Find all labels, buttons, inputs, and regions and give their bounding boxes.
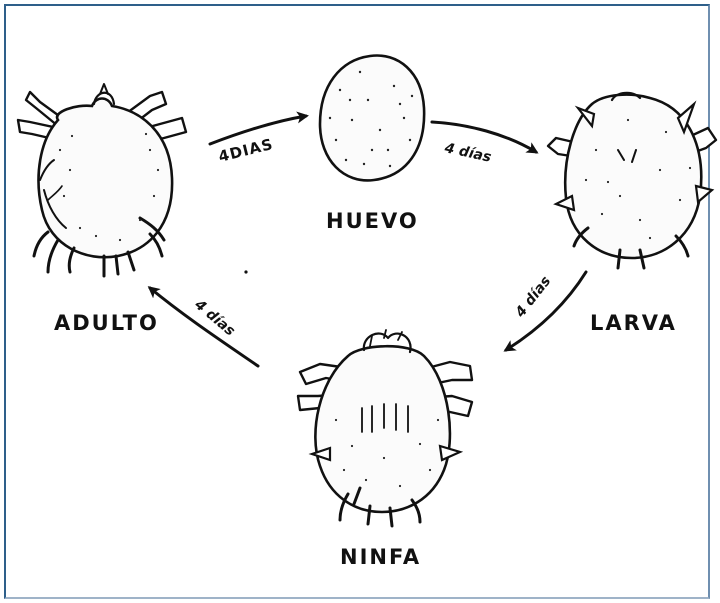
adult-mite-drawing xyxy=(18,84,186,276)
stage-label-adulto: ADULTO xyxy=(54,311,159,335)
nymph-drawing xyxy=(298,330,472,526)
stage-label-larva: LARVA xyxy=(590,311,677,335)
egg-drawing xyxy=(320,55,424,180)
arrow-label-larva-to-ninfa: 4 días xyxy=(512,273,554,321)
stray-dot xyxy=(244,270,247,273)
stage-label-ninfa: NINFA xyxy=(340,545,421,569)
arrow-label-huevo-to-larva: 4 días xyxy=(442,140,492,166)
arrow-label-ninfa-to-adulto: 4 días xyxy=(191,296,238,339)
larva-drawing xyxy=(548,93,716,268)
stage-label-huevo: HUEVO xyxy=(326,209,419,233)
